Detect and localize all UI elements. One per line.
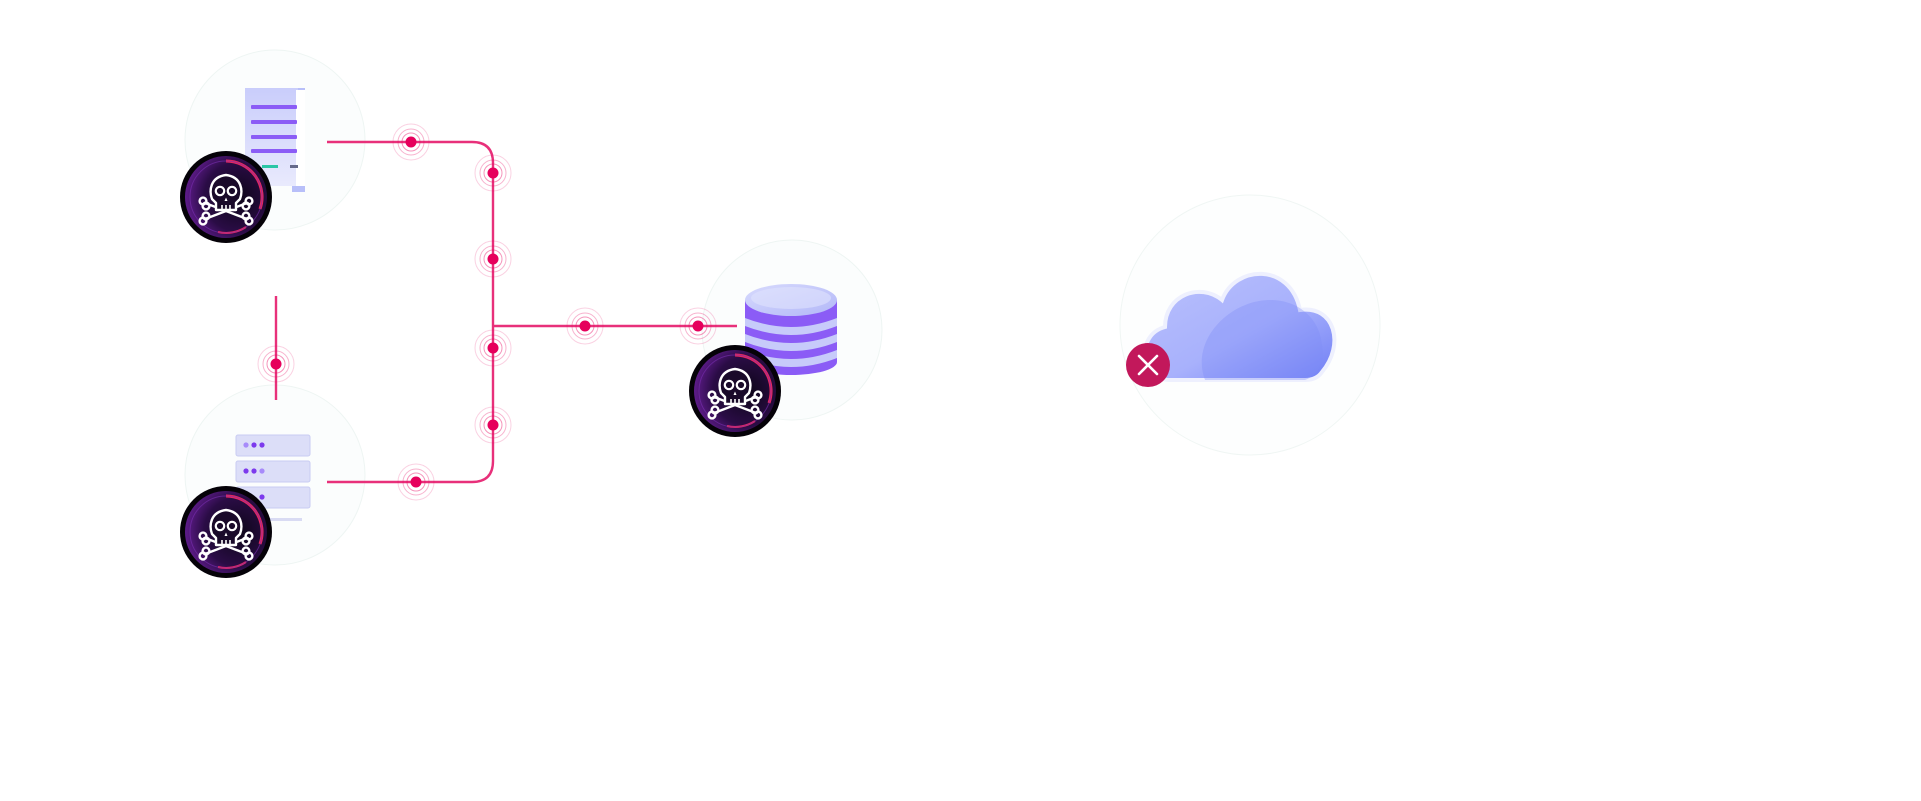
pulse-marker: [566, 307, 604, 345]
pulse-markers: [257, 123, 717, 501]
pulse-marker: [474, 406, 512, 444]
skull-badge-document: [180, 151, 272, 243]
pulse-marker: [679, 307, 717, 345]
pulse-marker: [474, 154, 512, 192]
database-node[interactable]: [689, 284, 837, 437]
pulse-marker: [474, 329, 512, 367]
close-icon: [1137, 354, 1159, 376]
pulse-marker: [392, 123, 430, 161]
pulse-marker: [397, 463, 435, 501]
pulse-marker: [474, 240, 512, 278]
cloud-icon: [1142, 271, 1337, 382]
skull-badge-database: [689, 345, 781, 437]
cloud-node[interactable]: [1126, 271, 1337, 387]
database-icon: [745, 284, 837, 375]
link-document-to-bus: [327, 140, 495, 484]
document-node[interactable]: [180, 88, 305, 243]
skull-badge-server: [180, 486, 272, 578]
pulse-marker: [257, 345, 295, 383]
error-x-badge: [1126, 343, 1170, 387]
server-rack-node[interactable]: [180, 434, 311, 578]
